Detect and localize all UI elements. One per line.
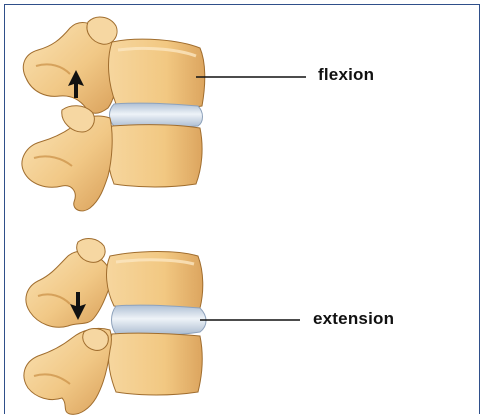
extension-vertebrae-group <box>24 239 206 415</box>
flexion-label: flexion <box>318 65 374 85</box>
extension-label: extension <box>313 309 394 329</box>
flexion-intervertebral-disc <box>110 103 203 127</box>
extension-upper-posterior-process <box>26 251 111 327</box>
flexion-vertebrae-group <box>22 17 205 211</box>
flexion-lower-vertebral-body <box>108 125 202 187</box>
extension-intervertebral-disc <box>112 305 207 335</box>
extension-lower-vertebral-body <box>109 333 203 395</box>
